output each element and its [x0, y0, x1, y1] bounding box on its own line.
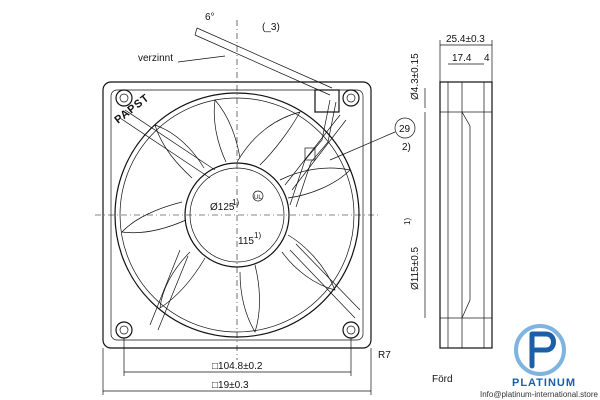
callout-circle — [394, 117, 416, 139]
frame-height-label: Ø115±0.5 — [410, 246, 421, 290]
ul-mark-ring — [252, 190, 264, 202]
side-mount-bottom — [439, 317, 493, 349]
logo-website: Info@platinum-international.store — [480, 390, 599, 399]
outer-size-label: □19±0.3 — [212, 380, 249, 391]
fan-blades — [121, 99, 351, 333]
mounting-hole-bottom-left — [115, 321, 133, 339]
corner-radius-label: R7 — [378, 350, 391, 361]
logo-ring — [514, 324, 566, 376]
ul-mark: UL — [254, 195, 262, 201]
depth-inner-label: 17.4 — [452, 53, 472, 64]
depth-side-label: 4 — [484, 53, 490, 64]
side-view: 25.4±0.3 17.4 4 Ø4.3±0.15 Ø115±0.5 1) Fö… — [403, 34, 493, 385]
lead-wires — [289, 89, 340, 208]
tin-plated-label: verzinnt — [138, 53, 173, 64]
lead-ends — [194, 27, 333, 96]
lead-length-label: (_3) — [262, 22, 280, 33]
hole-spacing-label: □104.8±0.2 — [212, 361, 263, 372]
depth-total-label: 25.4±0.3 — [446, 34, 485, 45]
mounting-hole-top-right — [342, 89, 360, 107]
platinum-logo: PLATINUM Info@platinum-international.sto… — [480, 324, 599, 399]
logo-name: PLATINUM — [512, 377, 576, 389]
frame-height-note: 1) — [403, 218, 412, 225]
blade-dim-note: 1) — [254, 231, 261, 240]
mounting-hole-bottom-right — [342, 321, 360, 339]
mounting-hole-top-left — [115, 89, 133, 107]
flow-label: Förd — [432, 374, 453, 385]
hub-diameter-note: 1) — [232, 198, 239, 207]
fan-struts — [119, 109, 361, 331]
hole-diameter-label: Ø4.3±0.15 — [410, 53, 421, 100]
hub-diameter-label: Ø125 — [210, 202, 235, 213]
side-mount-top — [439, 81, 493, 113]
callout-number: 29 — [399, 124, 411, 135]
front-view: PAPST Ø125 1) 115 1) UL 29 2) verzinnt (… — [95, 12, 416, 395]
lead-angle-label: 6° — [205, 12, 215, 23]
logo-p-icon — [529, 331, 556, 369]
tin-plated-leader — [177, 55, 226, 63]
callout-note: 2) — [402, 142, 411, 153]
callout-leader — [329, 131, 396, 161]
blade-dim-label: 115 — [238, 236, 254, 247]
